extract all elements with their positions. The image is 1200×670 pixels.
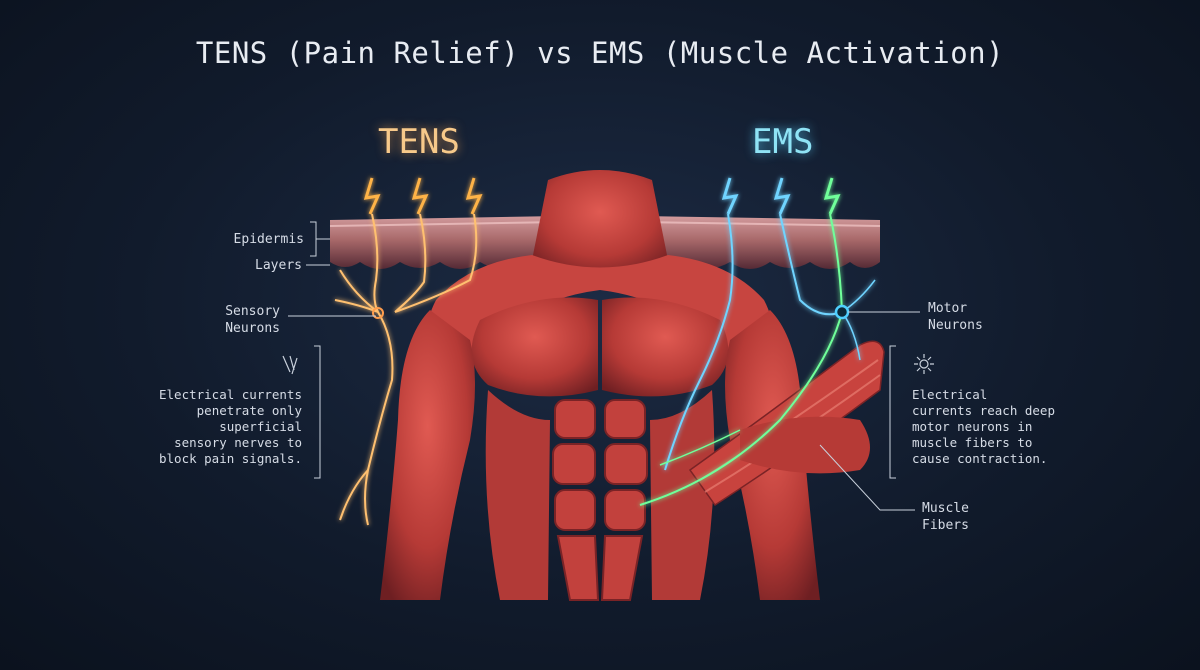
ems-leader-lines	[819, 311, 920, 511]
muscle-fibers-label: Muscle Fibers	[922, 501, 969, 533]
motor-neuron-node	[834, 304, 850, 320]
tens-leader-lines	[288, 221, 376, 479]
lightning-bolt-icon	[282, 355, 298, 375]
sensory-neuron-node	[372, 307, 384, 319]
tens-description: Electrical currents penetrate only super…	[159, 387, 302, 466]
ems-heading: EMS	[752, 122, 814, 162]
page-title: TENS (Pain Relief) vs EMS (Muscle Activa…	[195, 36, 1005, 70]
ems-motor-nerves	[639, 213, 876, 506]
epidermis-label: Epidermis	[233, 232, 304, 247]
muscular-torso	[380, 170, 885, 601]
sensory-neurons-label: Sensory Neurons	[225, 304, 280, 336]
skin-layer-right	[639, 216, 881, 269]
skin-layer-left	[329, 216, 561, 269]
motor-neurons-label: Motor Neurons	[928, 301, 983, 333]
ems-lightning-bolts	[721, 177, 841, 215]
neuron-icon	[914, 354, 934, 374]
layers-label: Layers	[255, 258, 302, 273]
tens-heading: TENS	[378, 122, 460, 162]
tens-lightning-bolts	[363, 177, 483, 215]
ems-description: Electrical currents reach deep motor neu…	[912, 387, 1055, 466]
